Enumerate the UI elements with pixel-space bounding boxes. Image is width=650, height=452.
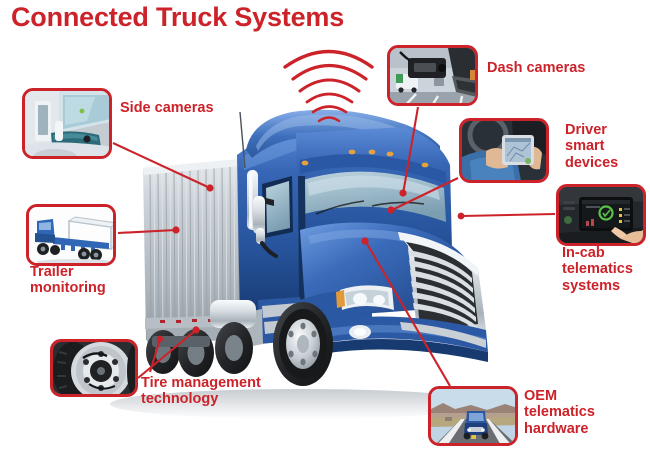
trailer (143, 158, 252, 342)
thumbnail-driver-smart-devices[interactable] (459, 118, 549, 183)
label-tire-management-technology: Tire management technology (141, 375, 261, 408)
label-dash-cameras: Dash cameras (487, 60, 586, 76)
trailer-chassis-photo (29, 207, 113, 263)
thumbnail-dash-cameras[interactable] (387, 45, 478, 106)
label-trailer-monitoring: Trailer monitoring (30, 264, 106, 297)
label-side-cameras: Side cameras (120, 100, 214, 116)
side-camera-photo (25, 91, 109, 156)
thumbnail-oem-telematics[interactable] (428, 386, 518, 446)
windshield-dashcam-photo (390, 48, 475, 103)
wheel-hub-sensor-photo (53, 342, 135, 394)
page-title: Connected Truck Systems (11, 2, 345, 32)
thumbnail-trailer-monitoring[interactable] (26, 204, 116, 266)
thumbnail-side-cameras[interactable] (22, 88, 112, 159)
thumbnail-tire-management[interactable] (50, 339, 138, 397)
truck-on-highway-photo (431, 389, 515, 443)
driver-tablet-photo (462, 121, 546, 180)
label-driver-smart-devices: Driver smart devices (565, 122, 619, 171)
roof-marker-lights (301, 149, 429, 168)
dashboard-tablet-photo (559, 187, 643, 243)
label-oem-telematics-hardware: OEM telematics hardware (524, 388, 595, 437)
tractor-wheels (215, 302, 333, 386)
label-in-cab-telematics-systems: In-cab telematics systems (562, 245, 633, 294)
thumbnail-in-cab-telematics[interactable] (556, 184, 646, 246)
